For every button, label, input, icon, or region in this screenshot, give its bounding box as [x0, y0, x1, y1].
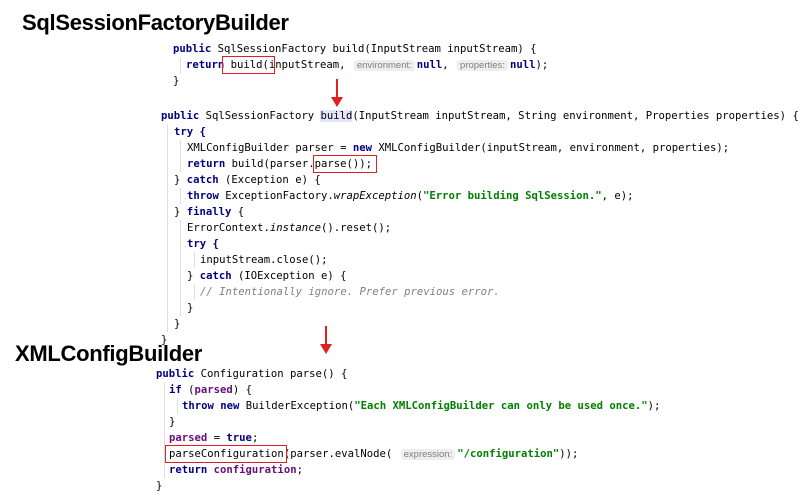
code-line: public Configuration parse() {	[156, 368, 348, 380]
parse-call[interactable]: parse()	[314, 158, 360, 170]
code-line: }	[187, 302, 194, 314]
highlight-box-build-call	[222, 56, 275, 74]
code-line: return build(parser.parse());	[187, 158, 372, 170]
param-hint-expression: expression:	[400, 449, 456, 460]
param-hint-properties: properties:	[457, 60, 508, 71]
code-line: ErrorContext.instance().reset();	[187, 222, 392, 234]
indent-guide	[167, 124, 168, 332]
indent-guide	[180, 58, 181, 74]
code-line: try {	[187, 238, 219, 250]
code-line: } catch (IOException e) {	[187, 270, 347, 282]
code-comment: // Intentionally ignore. Prefer previous…	[200, 286, 500, 298]
parse-configuration-call[interactable]: parseConfiguration	[169, 448, 284, 460]
code-line: parseConfiguration(parser.evalNode( expr…	[169, 448, 579, 460]
code-line: return configuration;	[169, 464, 303, 476]
code-line: parsed = true;	[169, 432, 259, 444]
code-line: } catch (Exception e) {	[174, 174, 321, 186]
code-line: throw ExceptionFactory.wrapException("Er…	[187, 190, 634, 202]
code-line: }	[161, 334, 168, 346]
indent-guide	[177, 398, 178, 414]
code-line: } finally {	[174, 206, 245, 218]
build-call[interactable]: build	[230, 59, 263, 71]
indent-guide	[180, 220, 181, 316]
code-line: inputStream.close();	[200, 254, 328, 266]
indent-guide	[180, 188, 181, 204]
param-hint-environment: environment:	[353, 60, 415, 71]
code-line: }	[173, 75, 180, 87]
down-arrow-icon	[331, 79, 343, 107]
down-arrow-icon	[320, 326, 332, 354]
class-heading-xmlconfigbuilder: XMLConfigBuilder	[15, 341, 203, 366]
code-line: XMLConfigBuilder parser = new XMLConfigB…	[187, 142, 730, 154]
code-line: public SqlSessionFactory build(InputStre…	[161, 110, 799, 122]
code-line: public SqlSessionFactory build(InputStre…	[173, 43, 537, 55]
code-line: return build(inputStream, environment:nu…	[186, 59, 549, 71]
code-line: }	[156, 480, 163, 492]
code-line: }	[174, 318, 181, 330]
indent-guide	[194, 252, 195, 268]
code-line: try {	[174, 126, 206, 138]
indent-guide	[164, 382, 165, 478]
highlight-box-parse-call	[313, 155, 377, 173]
code-line: }	[169, 416, 176, 428]
class-heading-sqlsessionfactorybuilder: SqlSessionFactoryBuilder	[22, 10, 289, 35]
code-line: throw new BuilderException("Each XMLConf…	[182, 400, 661, 412]
method-name-build[interactable]: build	[320, 110, 353, 122]
indent-guide	[194, 284, 195, 300]
indent-guide	[180, 140, 181, 172]
highlight-box-parseconfiguration-call	[165, 445, 287, 463]
code-line: if (parsed) {	[169, 384, 252, 396]
